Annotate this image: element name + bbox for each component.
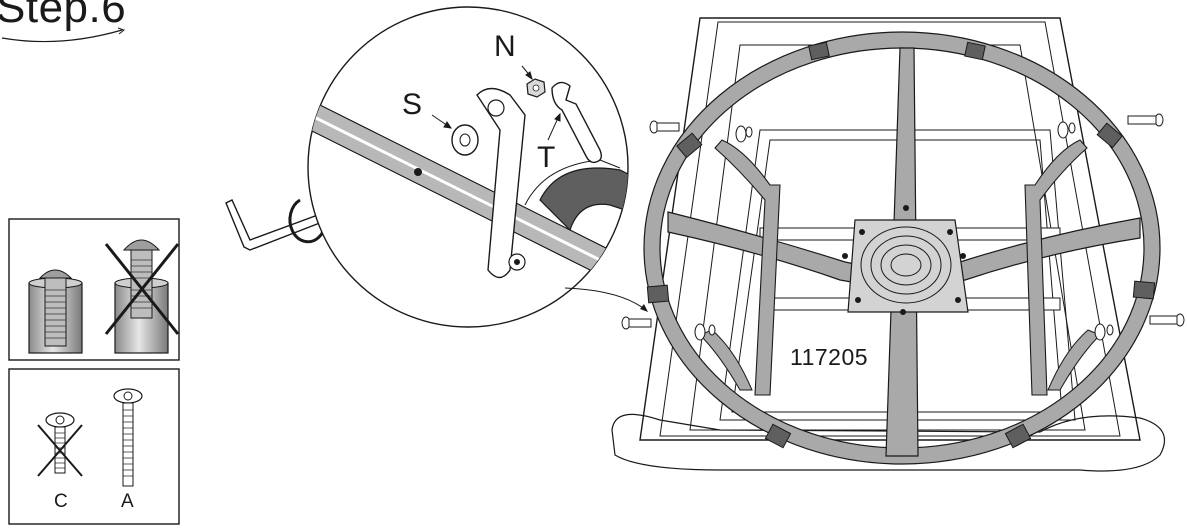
- bolt-icon: [113, 388, 143, 487]
- wrench-icon: [551, 81, 603, 164]
- callout-nut-label: N: [494, 30, 516, 63]
- detail-zoom-circle: [307, 6, 629, 328]
- chair-base-assembly: [611, 17, 1185, 472]
- bolt-depth-legend: [8, 218, 180, 361]
- washer-icon: [451, 124, 479, 156]
- bolt-length-legend: [8, 368, 180, 525]
- cross-icon: [104, 243, 180, 335]
- bolt-c-label: C: [54, 491, 68, 512]
- cross-icon: [37, 424, 83, 477]
- part-number-label: 117205: [790, 344, 869, 370]
- bolt-icon: [621, 113, 1185, 330]
- zoom-connector: [564, 287, 647, 311]
- nut-icon: [526, 78, 546, 98]
- title-underline: [1, 29, 123, 43]
- step-title: Step.6: [0, 0, 127, 32]
- callout-spacer-label: S: [402, 88, 423, 121]
- callout-wrench-label: T: [537, 141, 556, 174]
- bolt-a-label: A: [121, 491, 134, 512]
